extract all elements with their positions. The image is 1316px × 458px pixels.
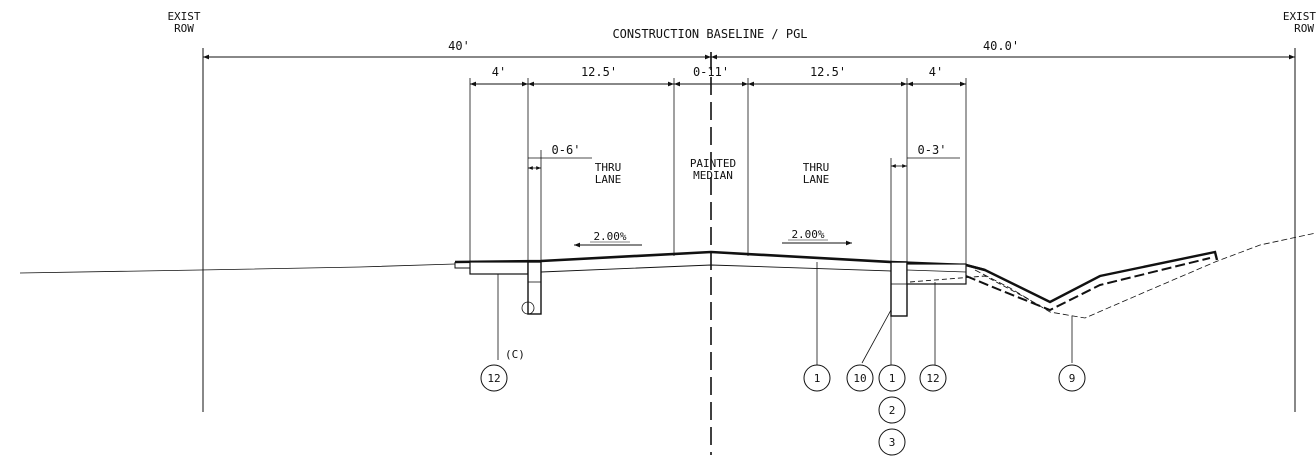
existing-ground-right: [974, 232, 1316, 319]
callout-10: 10: [846, 364, 874, 392]
pavement-base: [540, 264, 892, 273]
callout-1-a: 1: [803, 364, 831, 392]
baseline-label: CONSTRUCTION BASELINE / PGL: [612, 27, 807, 41]
dim-right-lane: 12.5': [810, 65, 846, 79]
callout-1-b: 1: [878, 364, 906, 392]
dim-left-lane: 12.5': [581, 65, 617, 79]
right-row-label-top: EXIST: [1283, 10, 1316, 23]
left-curb: [527, 261, 542, 315]
dim-right-shoulder: 4': [929, 65, 943, 79]
slope-left-label: 2.00%: [593, 230, 626, 243]
right-sidewalk: [906, 263, 967, 285]
svg-text:10: 10: [853, 372, 866, 385]
svg-text:1: 1: [814, 372, 821, 385]
dim-left-offset: 0-6': [552, 143, 581, 157]
callout-9: 9: [1058, 364, 1086, 392]
svg-text:1: 1: [889, 372, 896, 385]
svg-text:12: 12: [926, 372, 939, 385]
dim-right-offset: 0-3': [918, 143, 947, 157]
callout-12-left-label: 12: [487, 372, 500, 385]
slope-right-label: 2.00%: [791, 228, 824, 241]
ditch-dashed: [965, 257, 1211, 312]
svg-text:3: 3: [889, 436, 896, 449]
callout-2: 2: [878, 396, 906, 424]
existing-ground-left: [19, 263, 456, 274]
median-label-top: PAINTED: [690, 157, 736, 170]
callout-12-right: 12: [919, 364, 947, 392]
ditch-proposed: [965, 250, 1219, 304]
callout-12-left-note: (C): [505, 348, 525, 361]
svg-text:2: 2: [889, 404, 896, 417]
dim-left-shoulder: 4': [492, 65, 506, 79]
left-sidewalk: [469, 261, 529, 275]
right-lane-label-bottom: LANE: [803, 173, 830, 186]
right-curb: [890, 261, 908, 317]
callout-12-left: 12: [480, 364, 508, 392]
right-lane-label-top: THRU: [803, 161, 830, 174]
left-row-label-top: EXIST: [167, 10, 200, 23]
callout-3: 3: [878, 428, 906, 456]
left-lane-label-top: THRU: [595, 161, 622, 174]
dim-median: 0-11': [693, 65, 729, 79]
right-row-label-bottom: ROW: [1294, 22, 1314, 35]
left-lane-label-bottom: LANE: [595, 173, 622, 186]
left-row-label-bottom: ROW: [174, 22, 194, 35]
dim-left-row: 40': [448, 39, 470, 53]
median-label-bottom: MEDIAN: [693, 169, 733, 182]
dim-right-row: 40.0': [983, 39, 1019, 53]
svg-text:9: 9: [1069, 372, 1076, 385]
